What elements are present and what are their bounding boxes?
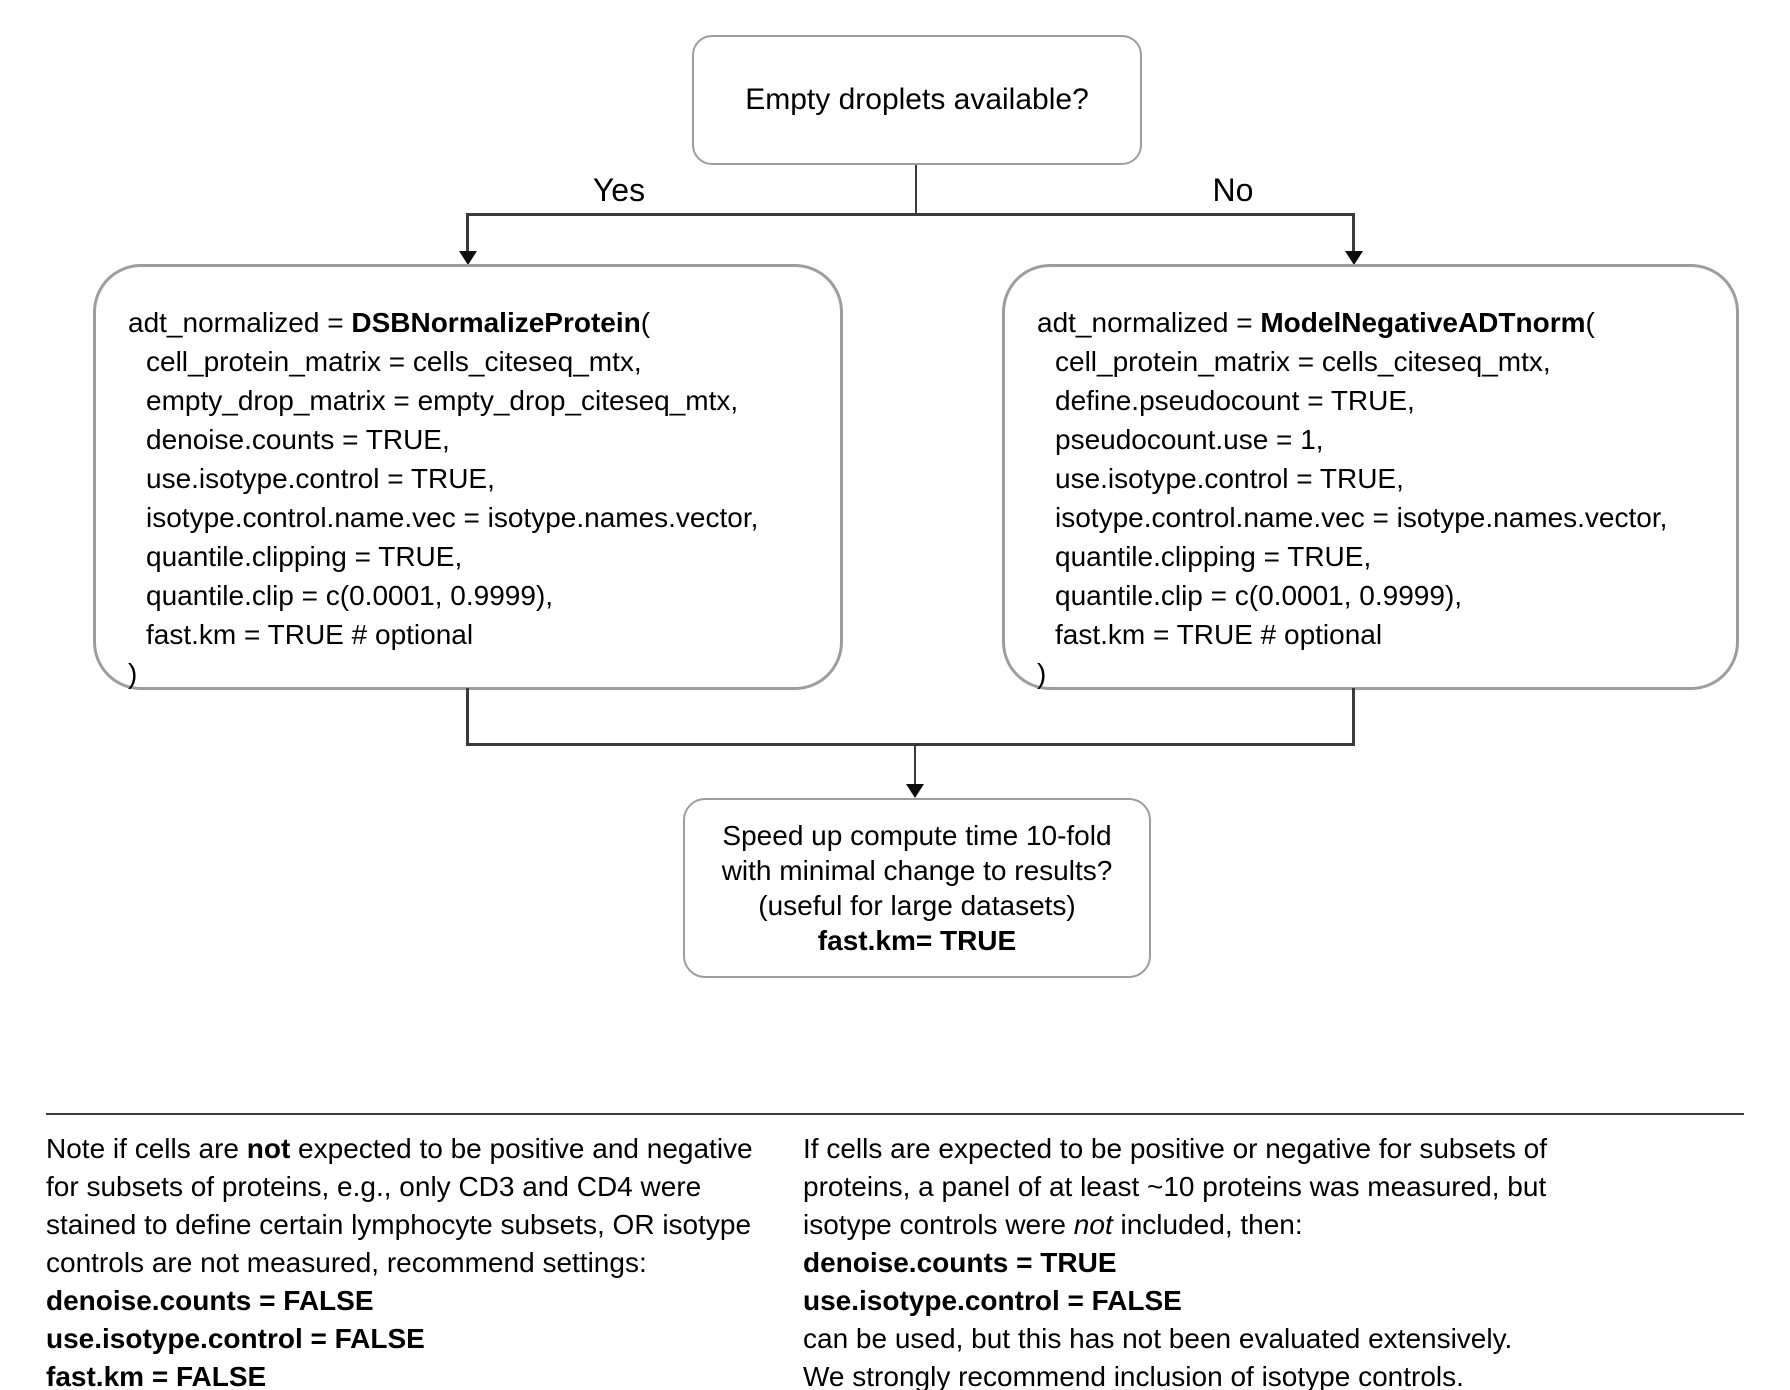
footnote-divider [46,1113,1744,1115]
note-setting: denoise.counts = TRUE [803,1247,1117,1278]
note-line: Note if cells are not expected to be pos… [46,1130,776,1168]
code-line: cell_protein_matrix = cells_citeseq_mtx, [146,346,642,377]
connector-top-stub [915,165,917,215]
code-block-right: adt_normalized = ModelNegativeADTnorm( c… [1005,267,1736,693]
code-line: define.pseudocount = TRUE, [1055,385,1415,416]
code-line: use.isotype.control = TRUE, [146,463,495,494]
connector-result-stub [914,743,916,785]
code-line: isotype.control.name.vec = isotype.names… [146,502,759,533]
result-arrowhead-icon [906,784,924,798]
connector-merge-horizontal [466,743,1355,746]
result-line: (useful for large datasets) [758,890,1076,921]
code-block-left: adt_normalized = DSBNormalizeProtein( ce… [96,267,840,693]
code-line: quantile.clip = c(0.0001, 0.9999), [1055,580,1463,611]
result-line: with minimal change to results? [721,855,1113,886]
code-node-model-negative-adt-norm: adt_normalized = ModelNegativeADTnorm( c… [1002,264,1739,690]
note-line: stained to define certain lymphocyte sub… [46,1209,752,1240]
code-line: pseudocount.use = 1, [1055,424,1324,455]
code-line: fast.km = TRUE # optional [146,619,474,650]
question-text: Empty droplets available? [745,83,1089,116]
connector-yes-stub [466,213,469,253]
note-line: proteins, a panel of at least ~10 protei… [803,1171,1547,1202]
code-line: cell_protein_matrix = cells_citeseq_mtx, [1055,346,1551,377]
note-setting: use.isotype.control = FALSE [803,1285,1182,1316]
note-text-italic: not [1073,1209,1113,1240]
code-assign: adt_normalized = [128,307,352,338]
note-line: isotype controls were not included, then… [803,1206,1703,1244]
yes-arrowhead-icon [459,251,477,265]
code-line: quantile.clip = c(0.0001, 0.9999), [146,580,554,611]
note-line: We strongly recommend inclusion of isoty… [803,1361,1464,1390]
no-arrowhead-icon [1345,251,1363,265]
code-function-name: DSBNormalizeProtein [351,307,641,338]
note-setting: fast.km = FALSE [46,1361,267,1390]
question-node-empty-droplets: Empty droplets available? [692,35,1142,165]
connector-no-stub [1352,213,1355,253]
branch-label-no: No [1212,172,1254,208]
code-line: adt_normalized = DSBNormalizeProtein( [128,303,830,342]
note-text: isotype controls were [803,1209,1074,1240]
code-line: isotype.control.name.vec = isotype.names… [1055,502,1668,533]
result-line: Speed up compute time 10-fold [722,820,1112,851]
note-line: controls are not measured, recommend set… [46,1247,647,1278]
code-line: use.isotype.control = TRUE, [1055,463,1404,494]
connector-branch-horizontal [467,213,1355,216]
code-open-paren: ( [640,307,651,338]
code-line: adt_normalized = ModelNegativeADTnorm( [1037,303,1726,342]
note-line: can be used, but this has not been evalu… [803,1323,1513,1354]
code-line: quantile.clipping = TRUE, [146,541,463,572]
note-text: included, then: [1112,1209,1303,1240]
code-assign: adt_normalized = [1037,307,1261,338]
code-open-paren: ( [1585,307,1595,338]
note-text: Note if cells are [46,1133,247,1164]
code-node-dsb-normalize-protein: adt_normalized = DSBNormalizeProtein( ce… [93,264,843,690]
footnote-right: If cells are expected to be positive or … [803,1130,1703,1390]
result-node-fast-km: Speed up compute time 10-fold with minim… [683,798,1151,978]
code-line: ) [1037,658,1047,689]
code-line: fast.km = TRUE # optional [1055,619,1383,650]
code-line: ) [128,658,138,689]
code-function-name: ModelNegativeADTnorm [1260,307,1586,338]
note-text: expected to be positive and negative [290,1133,753,1164]
code-line: quantile.clipping = TRUE, [1055,541,1372,572]
note-line: for subsets of proteins, e.g., only CD3 … [46,1171,702,1202]
connector-left-bottom-stub [466,688,469,745]
note-setting: denoise.counts = FALSE [46,1285,374,1316]
note-line: If cells are expected to be positive or … [803,1133,1547,1164]
connector-right-bottom-stub [1352,688,1355,745]
footnote-left: Note if cells are not expected to be pos… [46,1130,776,1390]
code-line: denoise.counts = TRUE, [146,424,450,455]
note-text-bold: not [246,1133,291,1164]
code-line: empty_drop_matrix = empty_drop_citeseq_m… [146,385,739,416]
note-setting: use.isotype.control = FALSE [46,1323,425,1354]
branch-label-yes: Yes [592,172,646,208]
result-line-bold: fast.km= TRUE [817,925,1017,956]
